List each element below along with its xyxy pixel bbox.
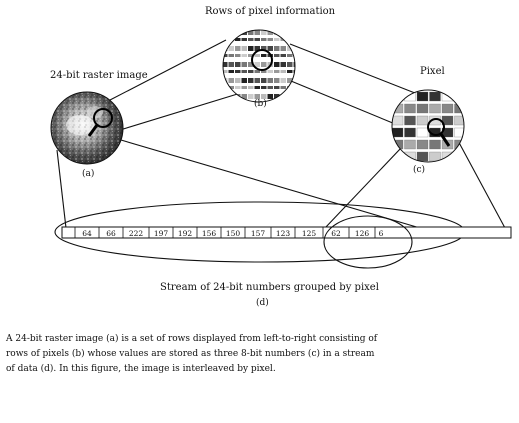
stream-value: 125 — [302, 229, 317, 238]
stream-title: Stream of 24-bit numbers grouped by pixe… — [160, 282, 379, 293]
connector-c-d-right — [455, 136, 506, 229]
connector-a-b-bottom — [119, 91, 245, 131]
magnifier-icon — [251, 49, 273, 71]
raster-image-circle — [50, 91, 124, 165]
caption-line: of data (d). In this figure, the image i… — [6, 364, 276, 374]
stream-value: 156 — [202, 229, 217, 238]
pixel-rows-circle — [222, 29, 296, 103]
label-d: (d) — [256, 298, 269, 308]
label-a: (a) — [82, 169, 95, 179]
caption-line: rows of pixels (b) whose values are stor… — [6, 349, 375, 359]
magnifier-icon — [427, 118, 445, 136]
magnifier-icon — [93, 108, 113, 128]
data-stream: 64 66 222 197 192 156 150 157 123 125 62 126 6 — [54, 201, 512, 269]
figure-caption: A 24-bit raster image (a) is a set of ro… — [6, 332, 396, 377]
stream-value: 123 — [276, 229, 291, 238]
connector-b-c-bottom — [273, 73, 401, 127]
connector-a-d-right — [120, 139, 421, 229]
connector-b-c-top — [289, 43, 421, 96]
stream-value: 150 — [226, 229, 241, 238]
label-c: (c) — [413, 165, 426, 175]
pixel-circle — [391, 89, 465, 163]
stream-value: 197 — [154, 229, 169, 238]
stream-value: 64 — [82, 229, 92, 238]
stream-value: 192 — [178, 229, 193, 238]
connector-a-b-top — [109, 39, 227, 101]
stream-ellipse-pixel — [323, 215, 413, 269]
stream-value: 157 — [251, 229, 266, 238]
label-b: (b) — [254, 99, 267, 109]
rows-title: Rows of pixel information — [205, 6, 336, 17]
stream-value: 62 — [331, 229, 341, 238]
stream-bar — [61, 226, 512, 239]
caption-line: A 24-bit raster image (a) is a set of ro… — [6, 334, 378, 344]
pixel-title: Pixel — [420, 66, 445, 77]
stream-value: 66 — [106, 229, 116, 238]
stream-value: 126 — [355, 229, 370, 238]
stream-value: 6 — [379, 229, 384, 238]
connector-a-d-left — [56, 149, 67, 229]
stream-value: 222 — [129, 229, 144, 238]
raster-title: 24-bit raster image — [50, 70, 148, 81]
